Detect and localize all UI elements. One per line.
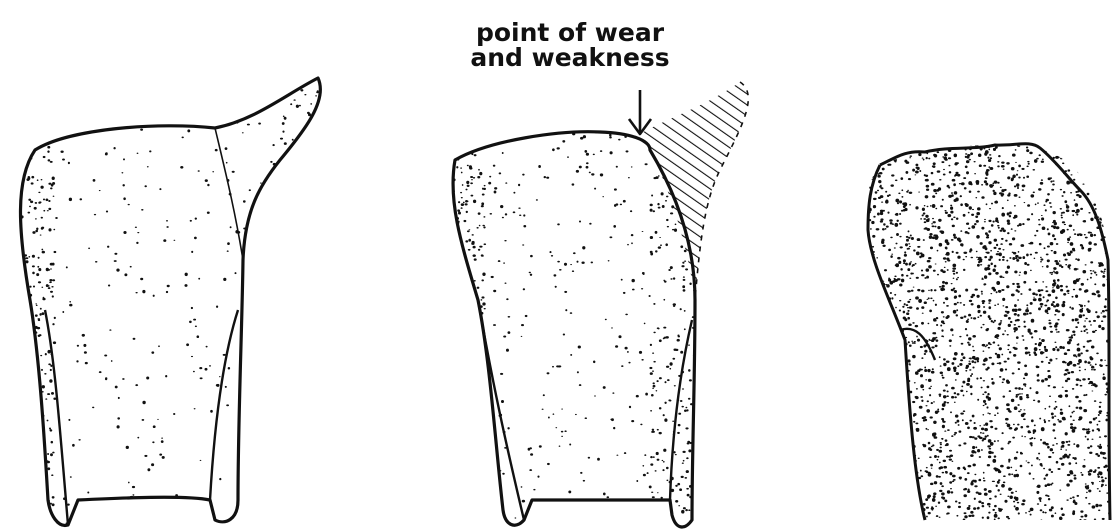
tooth-broken xyxy=(859,139,1113,531)
tooth-unworn-stipple xyxy=(14,79,331,531)
down-arrow-icon xyxy=(629,90,651,134)
tooth-broken-stipple xyxy=(859,139,1113,531)
tooth-unworn xyxy=(14,78,331,531)
tooth-worn-with-weak-point xyxy=(443,82,748,530)
worn-away-hatched-area xyxy=(630,82,748,300)
